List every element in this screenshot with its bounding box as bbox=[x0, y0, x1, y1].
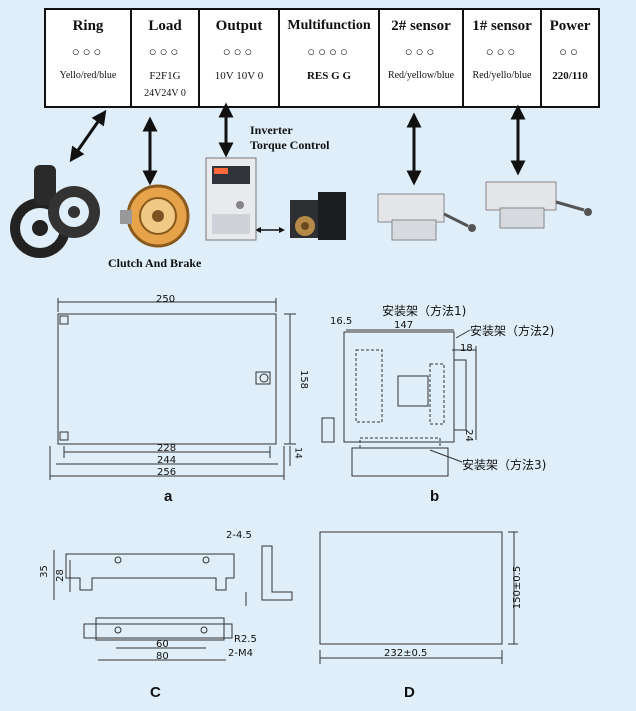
dim-c-35: 35 bbox=[38, 565, 50, 578]
terminal-dots: ○○○ bbox=[148, 44, 182, 59]
drawing-d bbox=[319, 531, 518, 664]
inverter-device bbox=[205, 157, 257, 241]
terminal-strip: Ring ○○○ Yello/red/blue Load ○○○ F2F1G 2… bbox=[44, 8, 600, 108]
dim-c-r: R2.5 bbox=[234, 634, 257, 645]
servo-motor-device bbox=[290, 192, 346, 240]
inverter-label: Inverter bbox=[250, 123, 293, 137]
terminal-name: Power bbox=[549, 18, 591, 34]
terminal-name: 2# sensor bbox=[391, 18, 451, 34]
terminal-output: Output ○○○ 10V 10V 0 bbox=[198, 10, 278, 106]
clutch-brake-device bbox=[120, 184, 190, 248]
terminal-dots: ○○○ bbox=[71, 44, 105, 59]
dim-a-top: 250 bbox=[156, 294, 176, 305]
dim-b-147: 147 bbox=[394, 320, 414, 331]
terminal-dots: ○○○ bbox=[485, 44, 519, 59]
tension-sensor-1 bbox=[485, 181, 592, 229]
connection-arrows bbox=[69, 102, 526, 233]
dim-a-small: 14 bbox=[292, 447, 303, 459]
terminal-multifunction: Multifunction ○○○○ RES G G bbox=[278, 10, 378, 106]
ring-wheel-device bbox=[10, 165, 100, 258]
terminal-dots: ○○ bbox=[559, 44, 581, 59]
dim-a-228: 228 bbox=[157, 443, 177, 454]
dim-d-height: 150±0.5 bbox=[512, 565, 524, 610]
dim-b-24: 24 bbox=[462, 429, 474, 442]
terminal-dots: ○○○○ bbox=[307, 44, 351, 59]
mount-method-1: 安装架（方法1) bbox=[382, 304, 467, 318]
dim-c-m4: 2-M4 bbox=[228, 648, 253, 659]
terminal-wiring: Red/yello/blue bbox=[472, 70, 532, 81]
terminal-ring: Ring ○○○ Yello/red/blue bbox=[46, 10, 130, 106]
torque-control-label: Torque Control bbox=[250, 138, 330, 152]
dim-a-256: 256 bbox=[157, 467, 177, 478]
tension-sensor-2 bbox=[377, 193, 476, 241]
caption-b: b bbox=[430, 488, 440, 505]
terminal-name: Multifunction bbox=[287, 18, 371, 33]
dim-d-width: 232±0.5 bbox=[384, 648, 428, 659]
terminal-power: Power ○○ 220/110 bbox=[540, 10, 598, 106]
dim-c-28: 28 bbox=[54, 569, 66, 582]
dim-a-height: 158 bbox=[298, 369, 310, 390]
drawing-b bbox=[321, 329, 477, 477]
dim-c-60: 60 bbox=[156, 639, 169, 650]
drawing-c bbox=[53, 545, 293, 661]
terminal-wiring: Red/yellow/blue bbox=[387, 70, 455, 81]
dim-c-hole: 2-4.5 bbox=[226, 530, 252, 541]
terminal-wiring: F2F1G bbox=[149, 70, 181, 82]
terminal-wiring: Yello/red/blue bbox=[59, 70, 117, 81]
caption-d: D bbox=[404, 684, 415, 701]
terminal-sensor-1: 1# sensor ○○○ Red/yello/blue bbox=[462, 10, 540, 106]
caption-c: C bbox=[150, 684, 161, 701]
dim-b-16-5: 16.5 bbox=[330, 316, 353, 327]
terminal-wiring: 220/110 bbox=[552, 70, 588, 82]
caption-a: a bbox=[164, 488, 173, 505]
terminal-name: Load bbox=[148, 18, 182, 34]
drawing-a bbox=[49, 298, 296, 480]
dim-a-244: 244 bbox=[157, 455, 177, 466]
terminal-dots: ○○○ bbox=[222, 44, 256, 59]
terminal-sensor-2: 2# sensor ○○○ Red/yellow/blue bbox=[378, 10, 462, 106]
terminal-dots: ○○○ bbox=[404, 44, 438, 59]
terminal-name: 1# sensor bbox=[472, 18, 532, 34]
clutch-brake-label: Clutch And Brake bbox=[108, 256, 202, 270]
dim-c-80: 80 bbox=[156, 651, 169, 662]
terminal-wiring-2: 24V24V 0 bbox=[144, 88, 186, 99]
dim-b-18: 18 bbox=[460, 343, 473, 354]
arrow-ring bbox=[69, 109, 107, 163]
terminal-name: Output bbox=[215, 18, 263, 34]
terminal-load: Load ○○○ F2F1G 24V24V 0 bbox=[130, 10, 198, 106]
mount-method-2: 安装架（方法2) bbox=[470, 324, 555, 338]
terminal-name: Ring bbox=[72, 18, 104, 34]
terminal-wiring: 10V 10V 0 bbox=[214, 70, 264, 82]
terminal-wiring: RES G G bbox=[306, 70, 351, 82]
mount-method-3: 安装架（方法3) bbox=[462, 458, 547, 472]
